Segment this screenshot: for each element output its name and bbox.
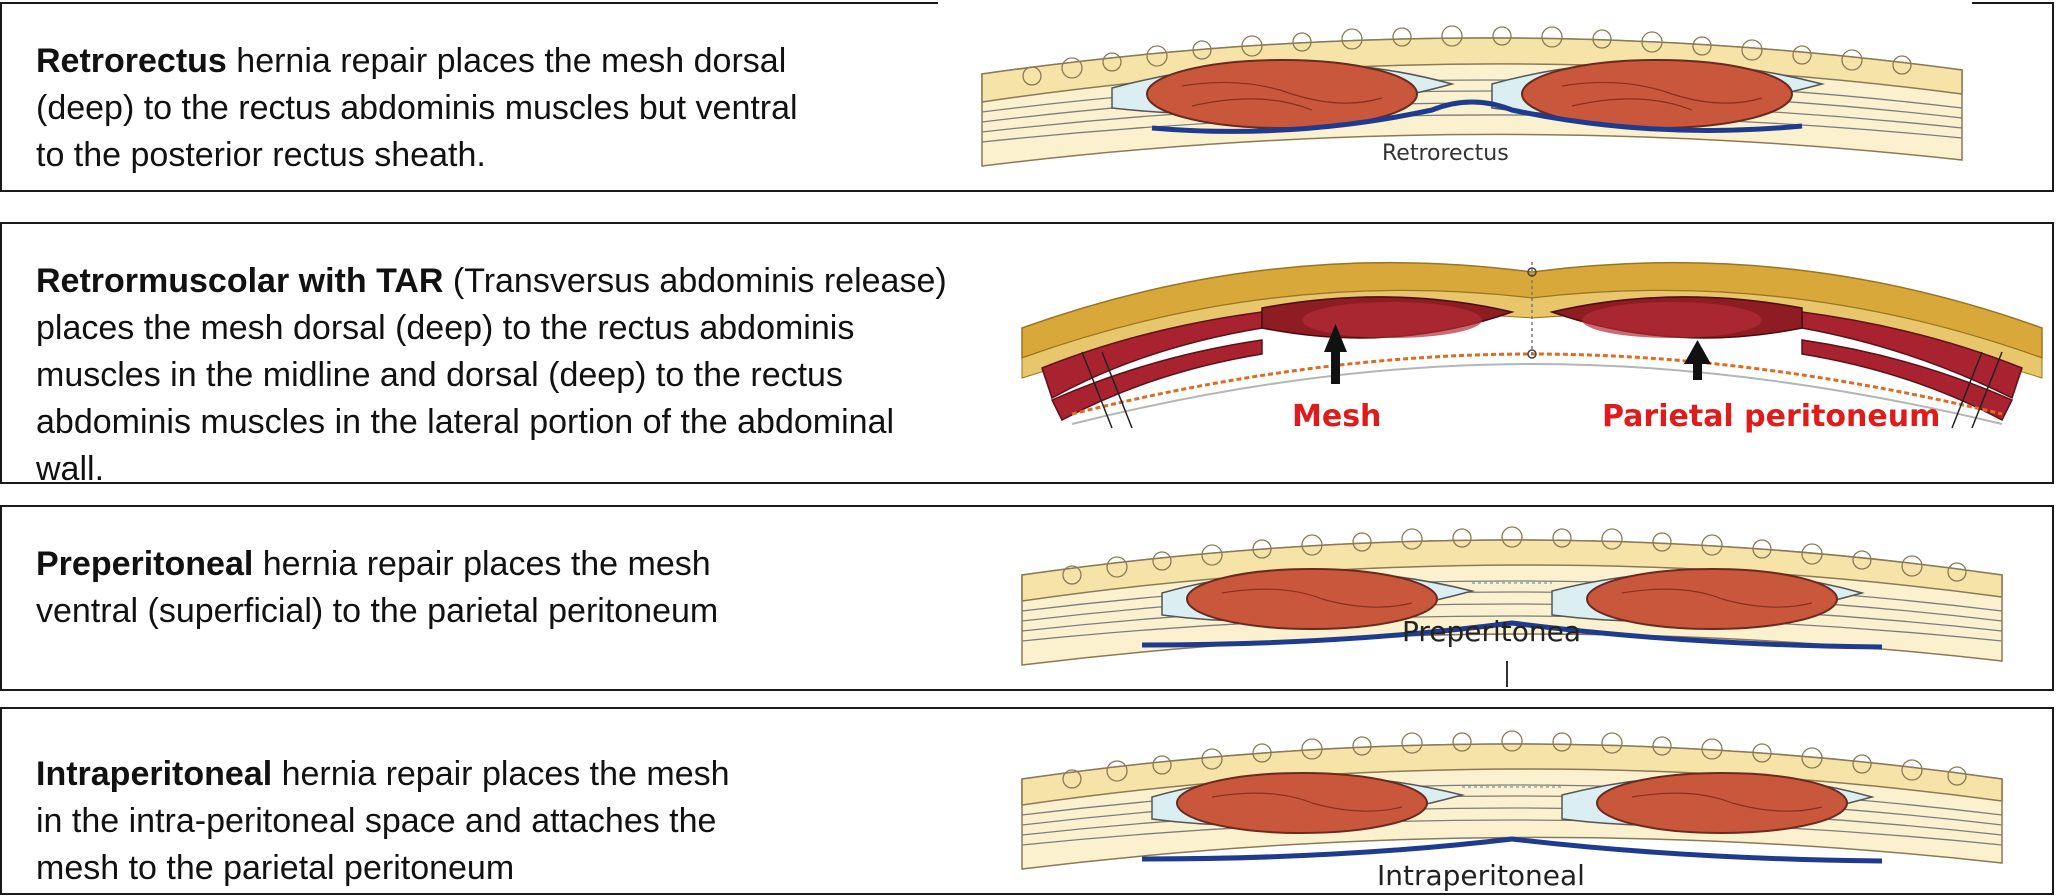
caption-line: (deep) to the rectus abdominis muscles b… [36, 89, 798, 127]
preperitoneal-illustration: Preperitonea [1021, 526, 2003, 687]
panel-preperitoneal: Preperitoneal hernia repair places the m… [0, 505, 2054, 691]
intraperitoneal-illustration: Intraperitoneal [1021, 730, 2003, 892]
caption-line: muscles in the midline and dorsal (deep)… [36, 356, 843, 394]
caption-line: in the intra-peritoneal space and attach… [36, 802, 717, 840]
label-mesh: Mesh [1292, 399, 1381, 434]
figure-label-intraperitoneal: Intraperitoneal [1377, 859, 1585, 892]
caption-intraperitoneal: Intraperitoneal hernia repair places the… [36, 751, 986, 892]
panel-intraperitoneal: Intraperitoneal hernia repair places the… [0, 707, 2054, 895]
caption-title: Retrormuscolar with TAR [36, 262, 444, 300]
tar-illustration: Mesh Parietal peritoneum [1021, 261, 2043, 434]
retrorectus-illustration: Retrorectus [981, 25, 1963, 167]
mesh-arrow [1324, 324, 1347, 384]
caption-line: hernia repair places the mesh [253, 545, 711, 583]
panel-retromuscular-tar: Retrormuscolar with TAR (Transversus abd… [0, 222, 2054, 488]
caption-line: (Transversus abdominis release) [443, 262, 947, 300]
caption-line: places the mesh dorsal (deep) to the rec… [36, 309, 855, 347]
caption-retromuscular-tar: Retrormuscolar with TAR (Transversus abd… [36, 258, 1020, 493]
caption-retrorectus: Retrorectus hernia repair places the mes… [36, 38, 936, 179]
label-parietal-peritoneum: Parietal peritoneum [1602, 399, 1940, 434]
peritoneum-arrow [1684, 340, 1711, 380]
caption-preperitoneal: Preperitoneal hernia repair places the m… [36, 541, 986, 635]
caption-line: mesh to the parietal peritoneum [36, 849, 515, 887]
caption-line: ventral (superficial) to the parietal pe… [36, 592, 719, 630]
caption-line: wall. [36, 450, 105, 488]
panel-retrorectus: Retrorectus hernia repair places the mes… [0, 1, 2054, 192]
caption-title: Retrorectus [36, 42, 227, 80]
caption-line: abdominis muscles in the lateral portion… [36, 403, 895, 441]
caption-line: hernia repair places the mesh dorsal [226, 42, 787, 80]
caption-title: Preperitoneal [36, 545, 254, 583]
caption-title: Intraperitoneal [36, 755, 273, 793]
caption-line: to the posterior rectus sheath. [36, 136, 486, 174]
figure-label-retrorectus: Retrorectus [1382, 141, 1509, 166]
caption-line: hernia repair places the mesh [272, 755, 730, 793]
figure-label-preperitoneal: Preperitonea [1402, 615, 1581, 648]
